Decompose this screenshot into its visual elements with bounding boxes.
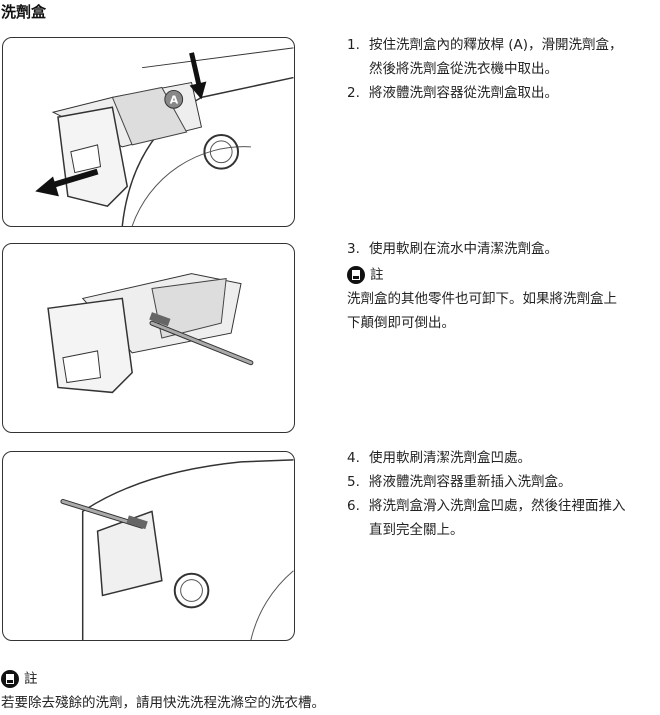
note-line: 洗劑盒的其他零件也可卸下。如果將洗劑盒上 <box>347 291 617 307</box>
step-1: 1. 按住洗劑盒內的釋放桿 (A)，滑開洗劑盒， 然後將洗劑盒從洗衣機中取出。 <box>347 33 660 81</box>
note-text: 洗劑盒的其他零件也可卸下。如果將洗劑盒上下顛倒即可倒出。 <box>347 287 660 335</box>
step-text: 直到完全關上。 <box>369 522 464 538</box>
steps-group-3: 4. 使用軟刷清潔洗劑盒凹處。 5. 將液體洗劑容器重新插入洗劑盒。 6. 將洗劑盒滑… <box>347 446 660 542</box>
step-text: 使用軟刷清潔洗劑盒凹處。 <box>369 450 531 466</box>
step-2: 2. 將液體洗劑容器從洗劑盒取出。 <box>347 81 660 105</box>
note-icon <box>1 670 19 688</box>
step-6: 6. 將洗劑盒滑入洗劑盒凹處，然後往裡面推入直到完全關上。 <box>347 494 660 542</box>
callout-a: A <box>170 93 179 106</box>
section-title: 洗劑盒 <box>1 3 47 21</box>
note-icon <box>347 266 365 284</box>
note-line: 下顛倒即可倒出。 <box>347 315 455 331</box>
step-text: 將液體洗劑容器重新插入洗劑盒。 <box>369 474 572 490</box>
step-number: 3. <box>347 241 360 257</box>
step-3: 3. 使用軟刷在流水中清潔洗劑盒。 <box>347 237 660 261</box>
step-text: 按住洗劑盒內的釋放桿 (A)，滑開洗劑盒， <box>369 37 623 53</box>
step-number: 5. <box>347 474 360 490</box>
note-text: 若要除去殘餘的洗劑，請用快洗洗程洗滌空的洗衣槽。 <box>1 695 325 711</box>
step-5: 5. 將液體洗劑容器重新插入洗劑盒。 <box>347 470 660 494</box>
step-number: 1. <box>347 37 360 53</box>
note-label: 註 <box>24 671 38 687</box>
note-heading: 註 <box>347 263 660 287</box>
step-number: 4. <box>347 450 360 466</box>
figure-clean-drawer <box>2 243 295 433</box>
step-number: 6. <box>347 498 360 514</box>
step-text: 然後將洗劑盒從洗衣機中取出。 <box>369 61 558 77</box>
step-number: 2. <box>347 85 360 101</box>
figure-remove-drawer: A <box>2 37 295 227</box>
step-text: 將液體洗劑容器從洗劑盒取出。 <box>369 85 558 101</box>
step-4: 4. 使用軟刷清潔洗劑盒凹處。 <box>347 446 660 470</box>
bottom-note: 註 若要除去殘餘的洗劑，請用快洗洗程洗滌空的洗衣槽。 <box>1 667 325 715</box>
note-label: 註 <box>370 267 384 283</box>
step-text: 使用軟刷在流水中清潔洗劑盒。 <box>369 241 558 257</box>
note-heading: 註 <box>1 667 325 691</box>
steps-group-1: 1. 按住洗劑盒內的釋放桿 (A)，滑開洗劑盒， 然後將洗劑盒從洗衣機中取出。 2.… <box>347 33 660 105</box>
figure-clean-recess <box>2 451 295 641</box>
steps-group-2: 3. 使用軟刷在流水中清潔洗劑盒。 註 洗劑盒的其他零件也可卸下。如果將洗劑盒上下… <box>347 237 660 335</box>
step-text: 將洗劑盒滑入洗劑盒凹處，然後往裡面推入 <box>369 498 626 514</box>
